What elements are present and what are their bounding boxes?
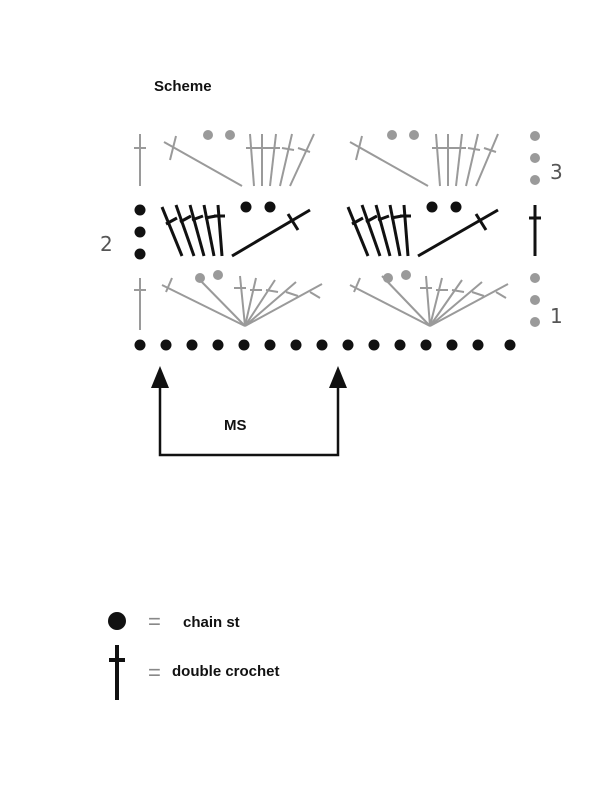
diagram-title: Scheme [154, 78, 212, 95]
arrow-up-left-icon [151, 366, 169, 388]
legend-label-double-crochet: double crochet [172, 663, 280, 680]
row-number-1: 1 [550, 304, 563, 328]
row-1-chain-dots [195, 270, 540, 327]
row-3-stitches [134, 133, 499, 187]
row-1-stitches [134, 275, 509, 330]
legend-chain-stitch-icon [108, 612, 126, 630]
foundation-chain-row [134, 339, 516, 351]
legend-equals-2: = [148, 660, 161, 685]
legend-equals-1: = [148, 609, 161, 634]
arrow-up-right-icon [329, 366, 347, 388]
repeat-bracket [158, 385, 340, 457]
repeat-label: MS [224, 417, 247, 434]
legend-double-crochet-icon [109, 645, 125, 700]
legend-label-chain: chain st [183, 614, 240, 631]
row-3-chain-dots [203, 130, 540, 185]
row-2-stitches [160, 204, 541, 258]
row-number-3: 3 [550, 160, 563, 184]
row-2-chain-dots [134, 201, 462, 260]
row-number-2: 2 [100, 232, 113, 256]
